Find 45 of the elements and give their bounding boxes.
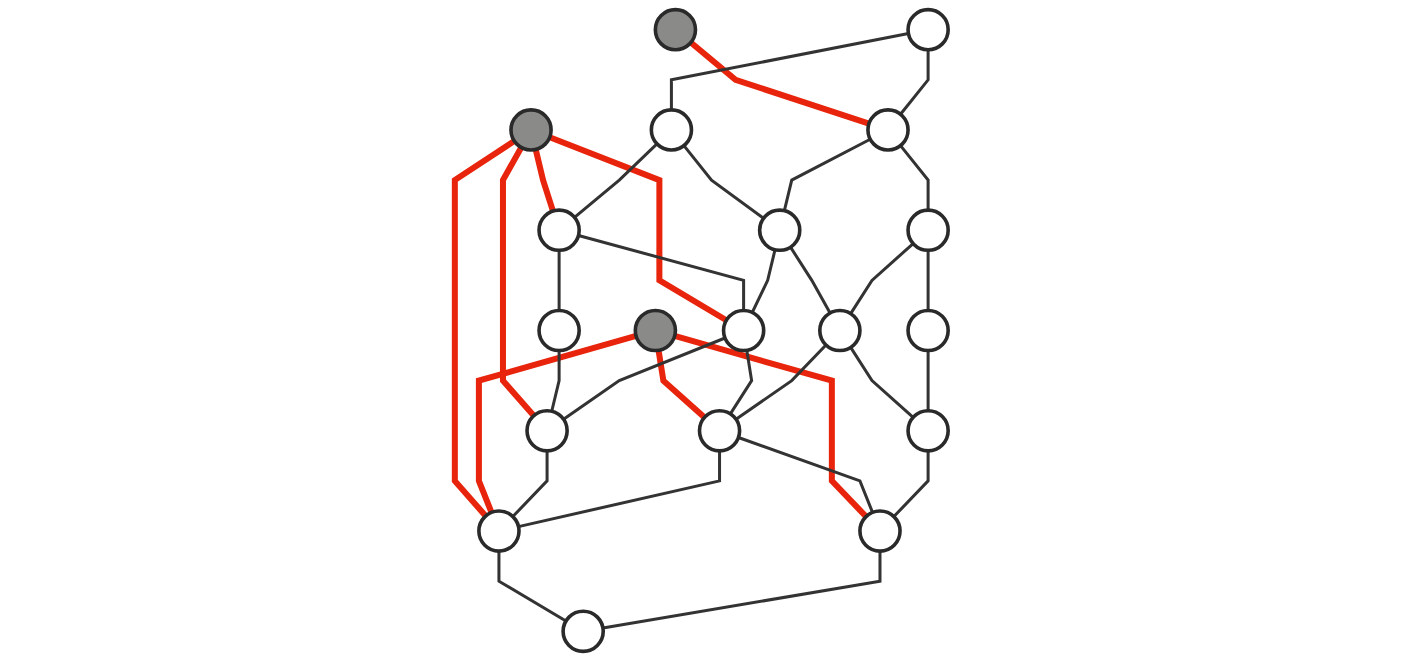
node-circle xyxy=(906,208,950,253)
node-circle xyxy=(633,308,678,353)
connector xyxy=(532,148,556,213)
connector xyxy=(899,144,930,211)
connector xyxy=(511,450,549,518)
node-circle xyxy=(525,408,569,453)
connector xyxy=(899,49,930,116)
connector xyxy=(655,349,707,420)
node-circle xyxy=(649,108,694,152)
connector xyxy=(518,450,722,529)
node-circle xyxy=(537,308,581,353)
node-circle xyxy=(509,108,553,152)
connector xyxy=(682,144,765,220)
node-circle xyxy=(477,509,521,553)
connector xyxy=(550,350,561,412)
node-circle xyxy=(537,208,581,253)
connector xyxy=(782,137,871,212)
node-circle xyxy=(561,609,606,654)
node-circle xyxy=(653,7,698,52)
node-circle xyxy=(906,408,950,453)
node-circle xyxy=(858,509,902,553)
node-circle xyxy=(818,308,862,353)
connector xyxy=(926,250,930,311)
node-circle xyxy=(721,308,766,353)
connector xyxy=(548,134,728,323)
node-circle xyxy=(906,308,950,353)
node-circle xyxy=(697,408,742,453)
node-circle xyxy=(866,108,910,152)
node-circle xyxy=(757,208,802,253)
node-circle xyxy=(906,7,950,52)
connector xyxy=(557,250,561,311)
connector xyxy=(892,450,930,518)
connector xyxy=(688,40,870,127)
connector xyxy=(573,142,658,219)
connector xyxy=(926,350,930,411)
connector xyxy=(849,242,915,315)
connector xyxy=(497,551,567,623)
connector xyxy=(735,343,828,421)
connector xyxy=(499,146,537,418)
connector xyxy=(729,350,754,415)
connector xyxy=(789,246,832,314)
connector xyxy=(475,333,637,514)
connector xyxy=(750,249,777,314)
connector xyxy=(849,346,915,419)
connector xyxy=(451,138,516,518)
